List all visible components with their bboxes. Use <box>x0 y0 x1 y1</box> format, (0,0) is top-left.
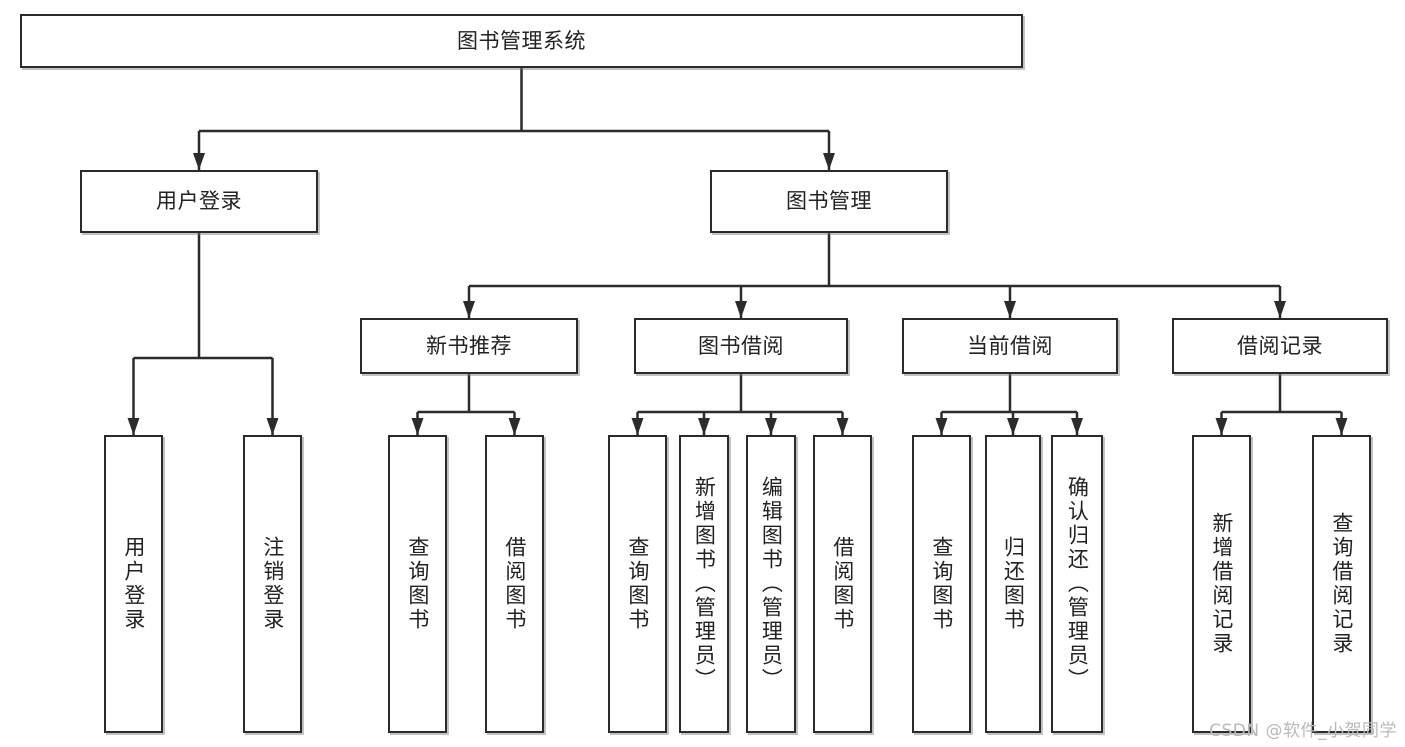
arrowhead-book-manage <box>823 153 835 170</box>
node-leaf-return-book[interactable]: 归还图书 <box>985 435 1041 733</box>
node-leaf-query-book-2[interactable]: 查询图书 <box>608 435 667 733</box>
arrowhead-current-borrow <box>1004 301 1016 318</box>
arrowhead-leaf-add-book <box>698 418 710 435</box>
arrowhead-leaf-borrow-book-1 <box>508 418 521 435</box>
node-leaf-edit-book[interactable]: 编辑图书（管理员） <box>746 435 796 733</box>
node-leaf-confirm-return[interactable]: 确认归还（管理员） <box>1051 435 1103 733</box>
node-label-new-book-recommend: 新书推荐 <box>426 333 512 358</box>
node-label-borrow-record: 借阅记录 <box>1237 333 1323 358</box>
node-leaf-add-record[interactable]: 新增借阅记录 <box>1192 435 1251 733</box>
node-label-current-borrow: 当前借阅 <box>967 333 1053 358</box>
node-book-manage[interactable]: 图书管理 <box>710 170 948 233</box>
node-label-user-login: 用户登录 <box>156 189 242 214</box>
node-label-leaf-user-logout: 注销登录 <box>260 536 285 632</box>
node-label-leaf-edit-book: 编辑图书（管理员） <box>759 476 784 692</box>
node-label-leaf-add-book: 新增图书（管理员） <box>692 476 717 692</box>
node-leaf-query-record[interactable]: 查询借阅记录 <box>1312 435 1371 733</box>
node-leaf-borrow-book-2[interactable]: 借阅图书 <box>813 435 872 733</box>
node-label-leaf-borrow-book-1: 借阅图书 <box>502 536 527 632</box>
arrowhead-leaf-edit-book <box>765 418 777 435</box>
node-borrow-record[interactable]: 借阅记录 <box>1172 318 1388 374</box>
arrowhead-book-borrow <box>735 301 747 318</box>
node-label-book-manage: 图书管理 <box>786 189 872 214</box>
node-root[interactable]: 图书管理系统 <box>20 14 1023 68</box>
arrowhead-new-book-recommend <box>463 301 475 318</box>
arrowhead-leaf-add-record <box>1215 418 1228 435</box>
arrowhead-leaf-user-logout <box>266 418 279 435</box>
node-label-leaf-borrow-book-2: 借阅图书 <box>830 536 855 632</box>
node-label-root: 图书管理系统 <box>457 28 586 53</box>
arrowhead-leaf-query-book-1 <box>411 418 424 435</box>
node-leaf-query-book-3[interactable]: 查询图书 <box>912 435 971 733</box>
node-leaf-add-book[interactable]: 新增图书（管理员） <box>679 435 729 733</box>
node-leaf-query-book-1[interactable]: 查询图书 <box>388 435 447 733</box>
arrowhead-leaf-user-login <box>127 418 140 435</box>
arrowhead-leaf-return-book <box>1007 418 1019 435</box>
node-current-borrow[interactable]: 当前借阅 <box>902 318 1118 374</box>
node-book-borrow[interactable]: 图书借阅 <box>634 318 848 374</box>
arrowhead-leaf-query-book-2 <box>631 418 644 435</box>
arrowhead-leaf-borrow-book-2 <box>836 418 849 435</box>
node-label-leaf-user-login: 用户登录 <box>121 536 146 632</box>
node-leaf-borrow-book-1[interactable]: 借阅图书 <box>485 435 544 733</box>
node-label-leaf-query-record: 查询借阅记录 <box>1329 512 1354 656</box>
node-leaf-user-logout[interactable]: 注销登录 <box>243 435 302 733</box>
node-leaf-user-login[interactable]: 用户登录 <box>104 435 163 733</box>
node-label-leaf-return-book: 归还图书 <box>1001 536 1026 632</box>
node-label-book-borrow: 图书借阅 <box>698 333 784 358</box>
node-new-book-recommend[interactable]: 新书推荐 <box>360 318 578 374</box>
arrowhead-borrow-record <box>1274 301 1286 318</box>
node-label-leaf-query-book-3: 查询图书 <box>929 536 954 632</box>
arrowhead-user-login <box>193 153 205 170</box>
node-user-login[interactable]: 用户登录 <box>80 170 318 233</box>
node-label-leaf-add-record: 新增借阅记录 <box>1209 512 1234 656</box>
arrowhead-leaf-query-book-3 <box>935 418 948 435</box>
arrowhead-leaf-query-record <box>1335 418 1348 435</box>
node-label-leaf-query-book-2: 查询图书 <box>625 536 650 632</box>
arrowhead-leaf-confirm-return <box>1071 418 1083 435</box>
node-label-leaf-query-book-1: 查询图书 <box>405 536 430 632</box>
node-label-leaf-confirm-return: 确认归还（管理员） <box>1065 476 1090 692</box>
